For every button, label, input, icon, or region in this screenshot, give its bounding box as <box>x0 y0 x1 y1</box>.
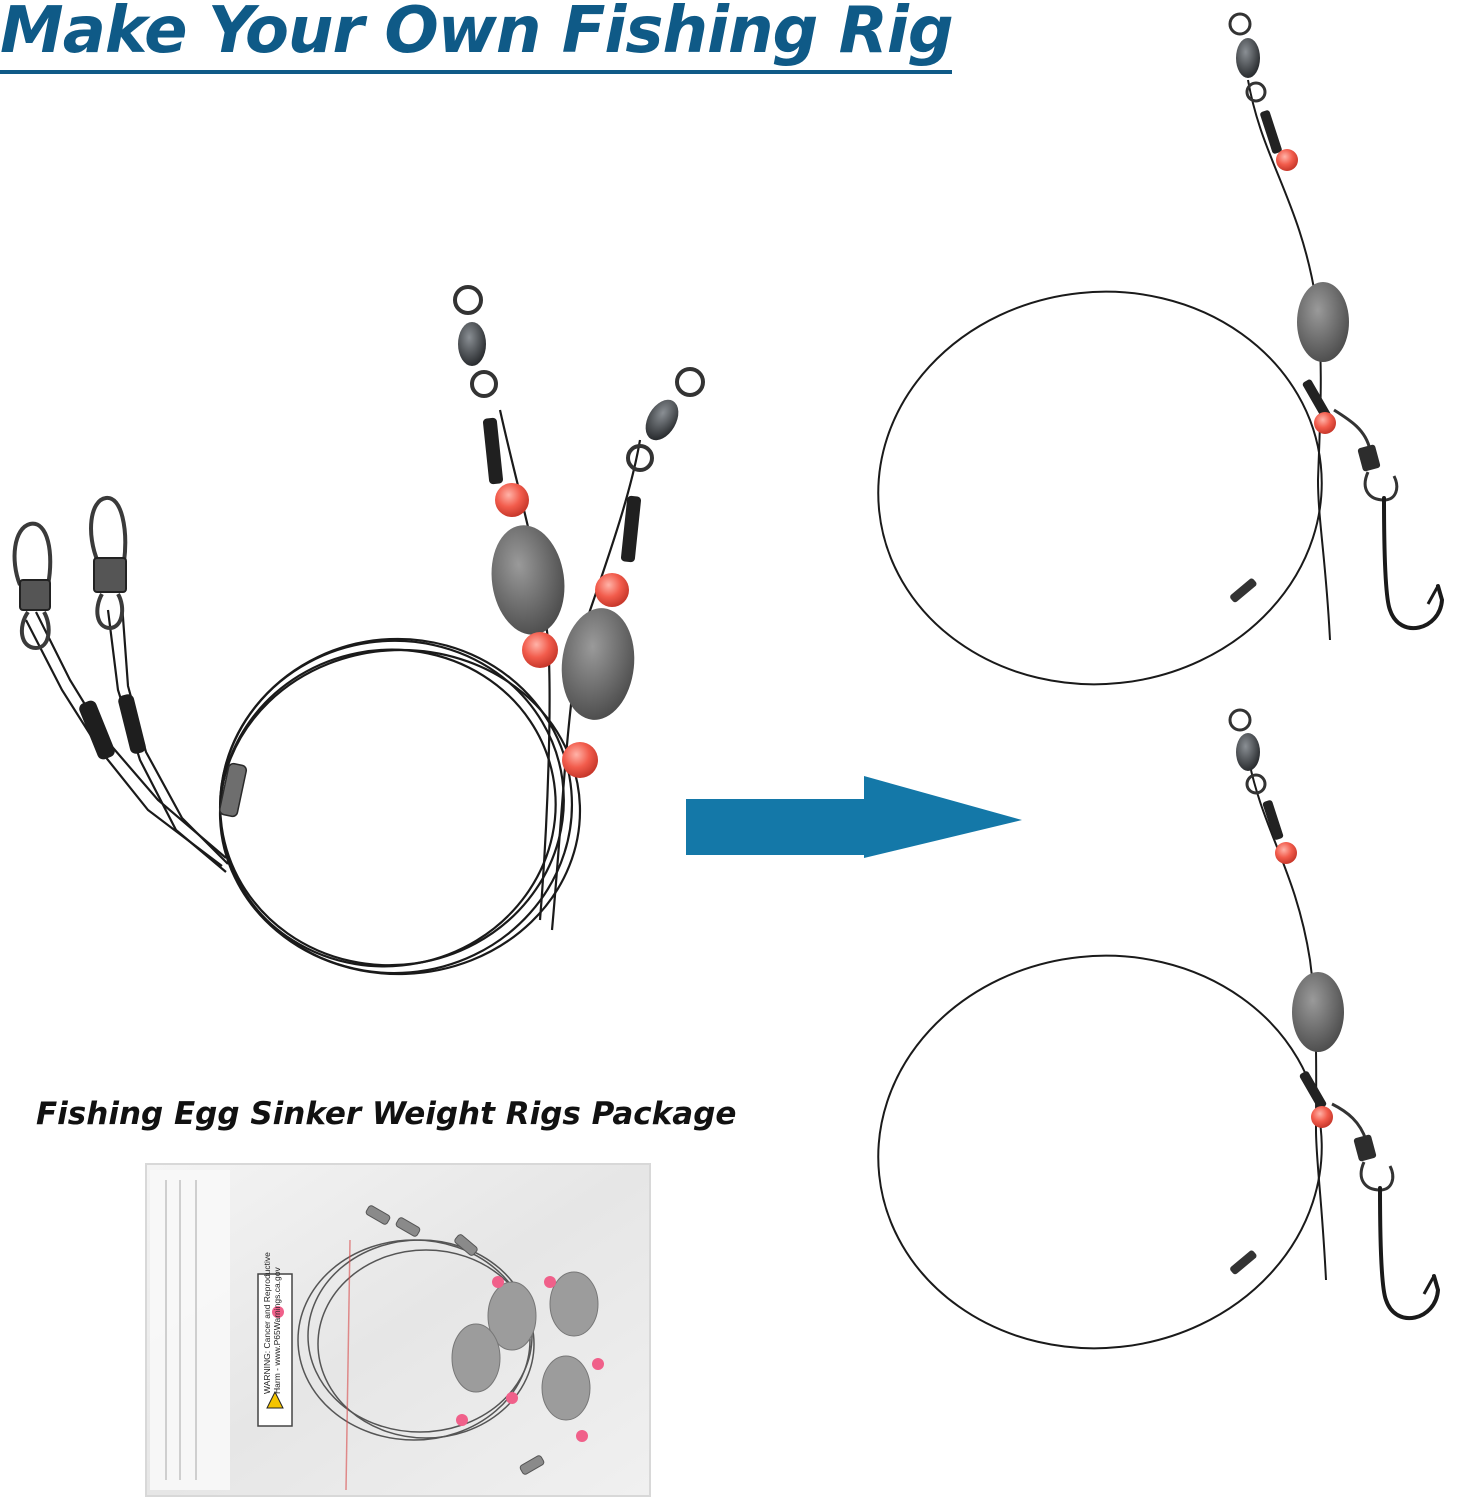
warning-label-text: WARNING: Cancer and Reproductive Harm - … <box>262 1244 290 1394</box>
warning-line-1: WARNING: Cancer and Reproductive <box>262 1252 272 1394</box>
rig-a <box>453 285 565 668</box>
arrow-right-icon <box>686 776 1022 858</box>
assembled-rig-bottom <box>877 708 1441 1350</box>
package-caption: Fishing Egg Sinker Weight Rigs Package <box>36 1096 737 1132</box>
snap-swivel-1 <box>12 521 53 651</box>
assembled-rig-top <box>877 12 1445 686</box>
warning-label <box>257 1273 293 1427</box>
crimp-sleeve <box>218 762 248 818</box>
snap-swivel-2 <box>89 496 128 631</box>
page-title: Make Your Own Fishing Rig <box>0 0 954 68</box>
warning-triangle-icon <box>266 1390 284 1409</box>
rig-b <box>561 367 705 778</box>
bundled-rigs <box>12 285 705 976</box>
hook-icon <box>1382 496 1445 630</box>
title-underline <box>0 70 952 74</box>
warning-line-2: Harm - www.P65Warnings.ca.gov <box>272 1267 282 1394</box>
package-photo <box>145 1163 651 1497</box>
hook-icon <box>1378 1186 1441 1320</box>
